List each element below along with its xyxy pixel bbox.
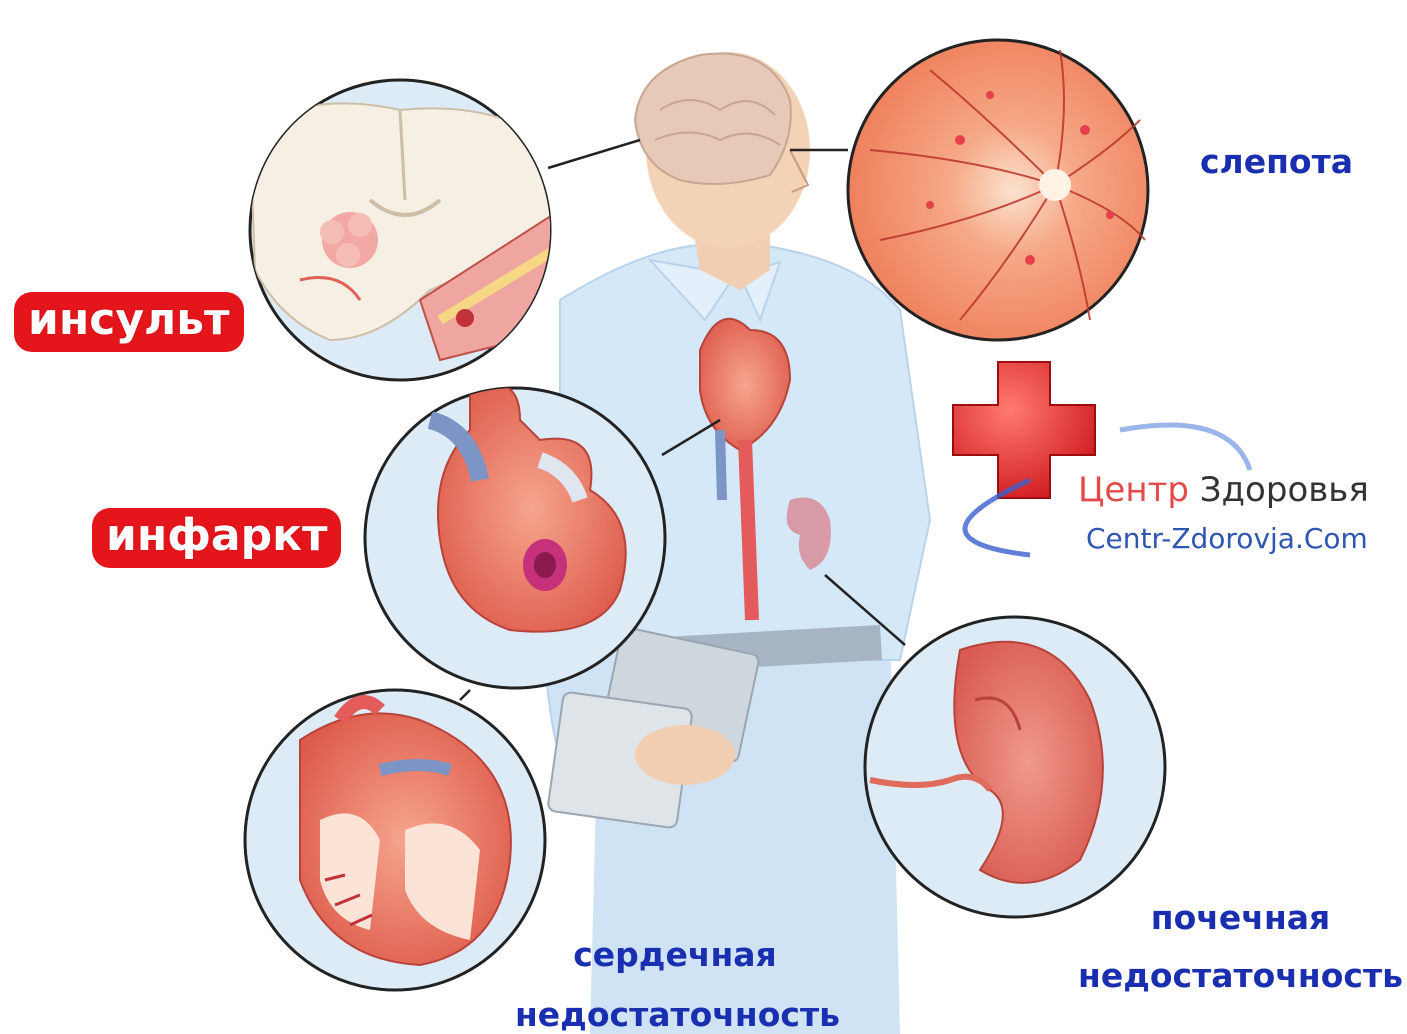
heart-infarct-circle xyxy=(365,384,665,688)
label-heart-failure: сердечная недостаточность xyxy=(515,930,835,1034)
brand-name: Центр Здоровья xyxy=(1078,470,1369,510)
brain-circle xyxy=(250,80,560,380)
label-kidney-failure-line2: недостаточность xyxy=(1078,953,1403,999)
label-blindness: слепота xyxy=(1200,142,1353,181)
brand-name-part2: Здоровья xyxy=(1200,470,1369,510)
label-kidney-failure: почечная недостаточность xyxy=(1078,895,1403,999)
kidney-circle xyxy=(865,617,1165,917)
label-infarction-badge: инфаркт xyxy=(92,508,341,568)
brand-name-part1: Центр xyxy=(1078,470,1189,510)
label-heart-failure-line2: недостаточность xyxy=(515,990,835,1034)
heart-failure-circle xyxy=(245,690,545,990)
retina-circle xyxy=(848,40,1148,340)
label-kidney-failure-line1: почечная xyxy=(1078,895,1403,941)
brand-website: Centr-Zdorovja.Com xyxy=(1086,522,1368,555)
label-heart-failure-line1: сердечная xyxy=(515,930,835,980)
label-stroke-badge: инсульт xyxy=(14,292,244,352)
